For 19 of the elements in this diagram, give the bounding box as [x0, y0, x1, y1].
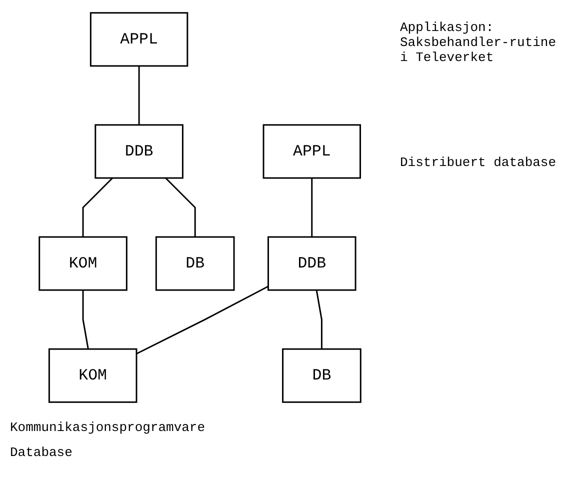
node-box: DB — [155, 236, 235, 291]
note-text: Applikasjon: Saksbehandler-rutine i Televerket — [400, 20, 558, 65]
connector — [136, 286, 269, 354]
connector — [165, 177, 196, 237]
node-box: DDB — [267, 236, 356, 291]
node-box: KOM — [48, 348, 138, 403]
node-box: KOM — [38, 236, 128, 291]
note-text: Kommunikasjonsprogramvare — [10, 420, 206, 435]
connector — [311, 178, 313, 237]
node-box: APPL — [262, 124, 361, 179]
node-box: DDB — [94, 124, 184, 179]
connector — [82, 177, 114, 237]
connector — [138, 66, 140, 125]
note-text: Database — [10, 445, 74, 460]
node-box: DB — [282, 348, 362, 403]
note-text: Distribuert database — [400, 155, 558, 170]
connector — [82, 290, 89, 350]
node-box: APPL — [90, 12, 188, 67]
connector — [316, 290, 322, 350]
